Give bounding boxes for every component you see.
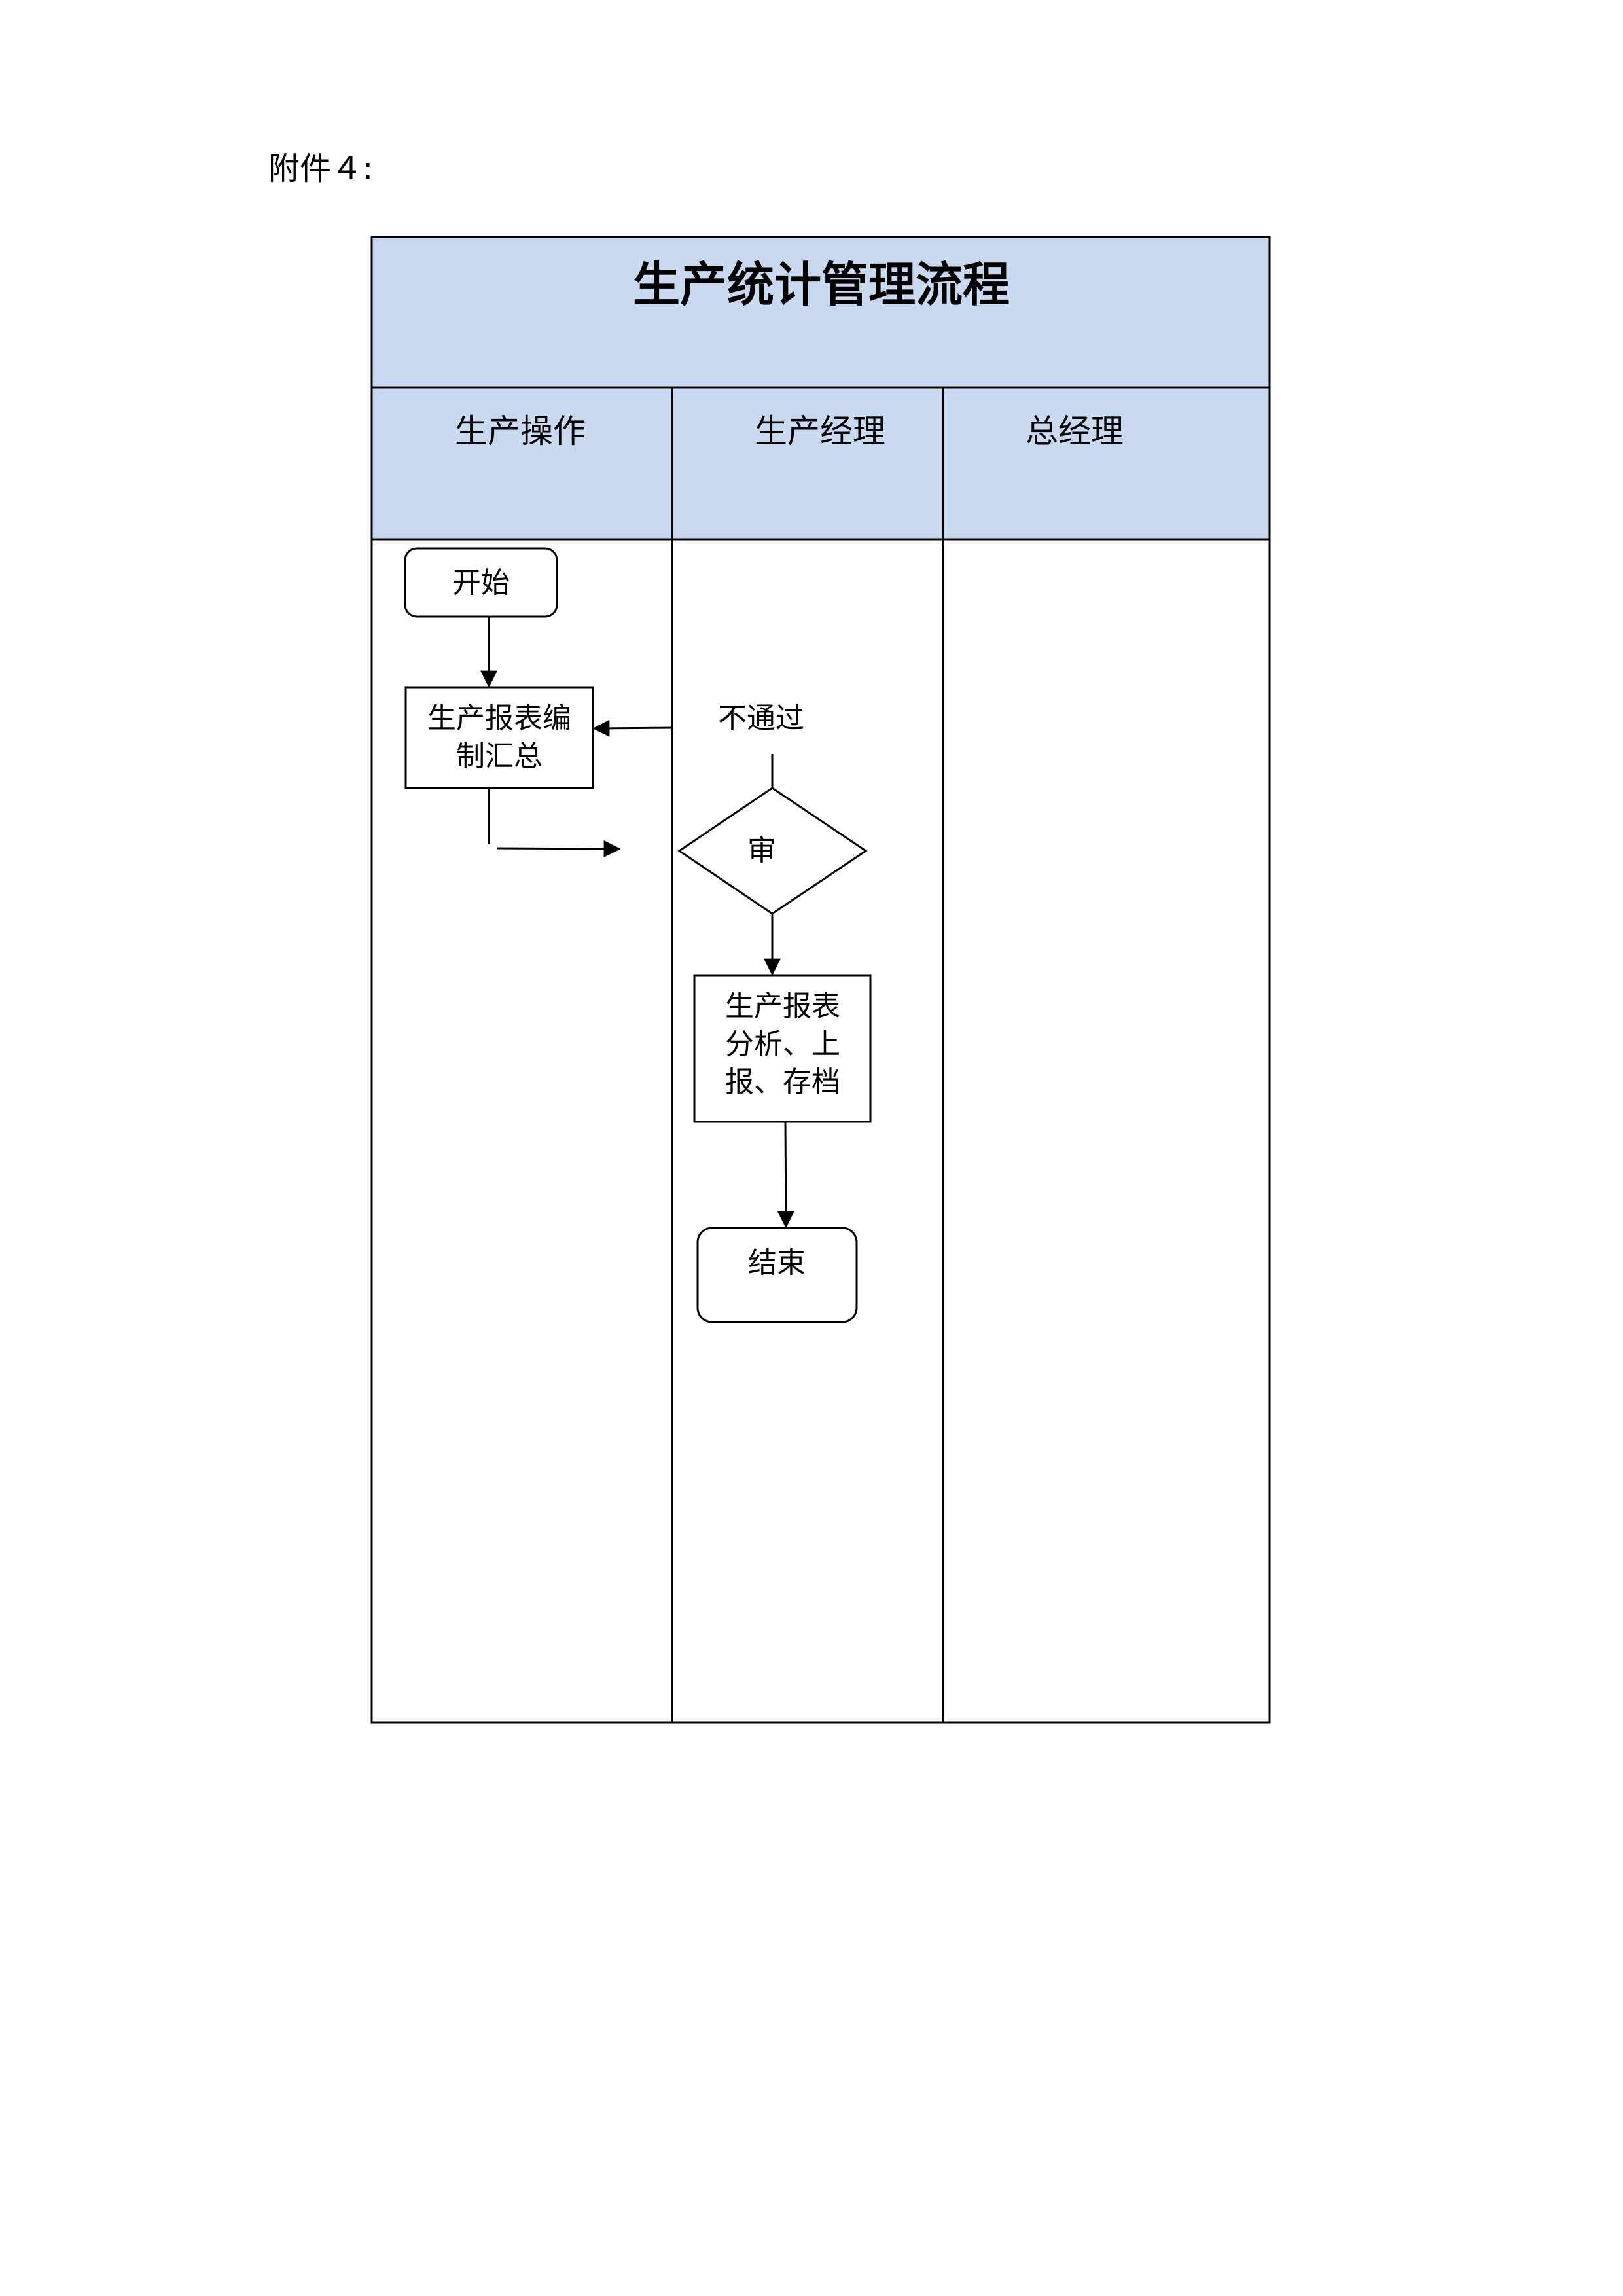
start-node xyxy=(404,547,558,618)
title-header-background xyxy=(370,236,1271,389)
compile-report-label-line2: 制汇总 xyxy=(456,740,543,773)
reject-label: 不通过 xyxy=(718,702,804,735)
attachment-label: 附件４: xyxy=(268,151,374,187)
lane-header-general-manager: 总经理 xyxy=(1026,412,1124,450)
compile-report-label-line1: 生产报表编 xyxy=(427,702,571,735)
lane-header-background xyxy=(370,386,1271,541)
start-node-label: 开始 xyxy=(452,566,510,600)
lane-header-production-operation: 生产操作 xyxy=(455,412,586,450)
flowchart-title: 生产统计管理流程 xyxy=(633,257,1010,312)
analyze-report-label-line3: 报、存档 xyxy=(725,1066,840,1099)
lane-header-production-manager: 生产经理 xyxy=(755,412,885,450)
arrow-analyze-to-end xyxy=(777,1121,794,1229)
analyze-report-node xyxy=(693,974,872,1123)
end-node-label: 结束 xyxy=(748,1246,806,1280)
analyze-report-label-line1: 生产报表 xyxy=(725,990,840,1023)
end-node xyxy=(696,1227,858,1323)
compile-report-node xyxy=(404,686,594,789)
analyze-report-label-line2: 分析、上 xyxy=(725,1028,840,1061)
review-decision-label: 审 xyxy=(747,834,776,867)
arrow-compile-to-review xyxy=(497,840,621,857)
flowchart-frame xyxy=(370,236,1271,1724)
